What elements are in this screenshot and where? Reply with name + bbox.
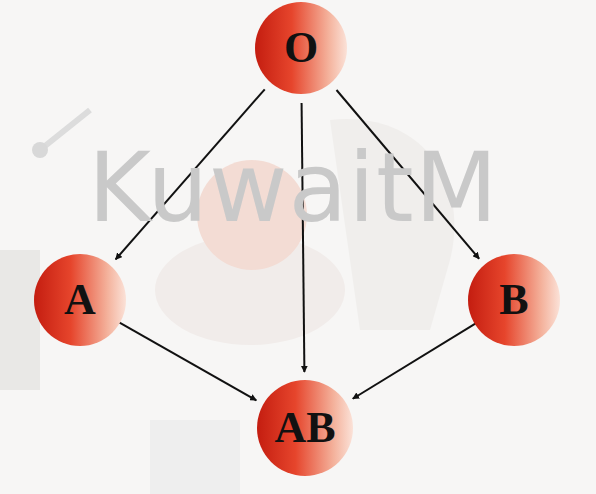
circle-fill bbox=[255, 2, 347, 94]
circle-fill bbox=[257, 380, 353, 476]
blood-type-label: A bbox=[64, 278, 96, 322]
blood-type-circle: O bbox=[255, 2, 347, 94]
photo-knob bbox=[32, 142, 48, 158]
watermark-text: KuwaitM bbox=[88, 140, 499, 236]
donation-arrow bbox=[117, 321, 257, 401]
blood-type-circle: B bbox=[468, 254, 560, 346]
photo-stand bbox=[40, 110, 90, 150]
blood-type-label: AB bbox=[274, 406, 335, 450]
blood-type-label: O bbox=[284, 26, 318, 70]
circle-fill bbox=[468, 254, 560, 346]
circle-fill bbox=[34, 254, 126, 346]
blood-type-label: B bbox=[499, 278, 528, 322]
photo-device bbox=[0, 250, 40, 390]
donation-arrow bbox=[353, 322, 478, 399]
blood-type-circle: AB bbox=[257, 380, 353, 476]
photo-base bbox=[150, 420, 240, 494]
blood-type-circle: A bbox=[34, 254, 126, 346]
